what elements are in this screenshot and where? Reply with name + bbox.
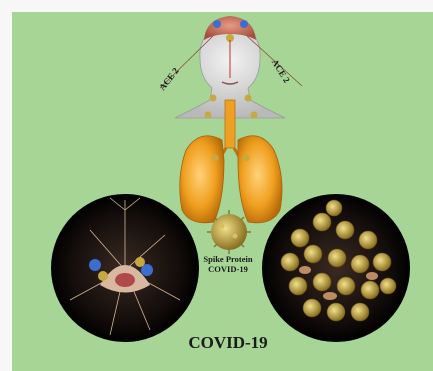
spike-protein-label-line2: COVID-19: [188, 264, 268, 274]
infected-cells-circle-icon: [262, 194, 410, 342]
spike-protein-label-line1: Spike Protein: [188, 254, 268, 264]
neuron-circle-icon: [51, 194, 199, 342]
receptor-icon: [240, 20, 248, 28]
spike-protein-label: Spike Protein COVID-19: [188, 254, 268, 274]
lungs-icon: [180, 100, 282, 223]
figure-title: COVID-19: [168, 333, 288, 353]
receptor-icon: [213, 20, 221, 28]
